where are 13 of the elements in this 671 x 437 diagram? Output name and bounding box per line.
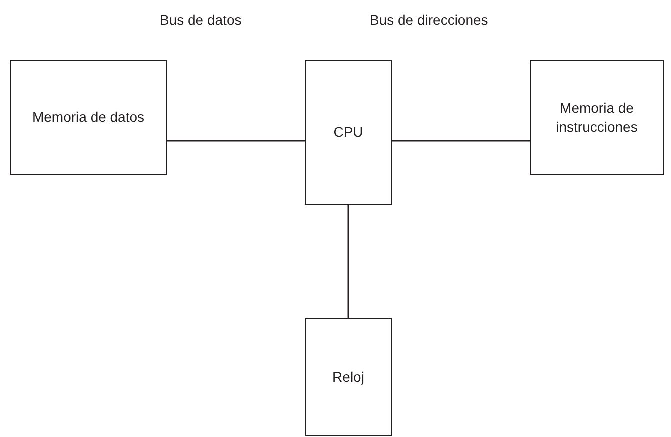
block-box [305, 60, 392, 205]
block-label: Reloj [332, 368, 364, 386]
bus-label: Bus de direcciones [370, 12, 488, 28]
block-label: Memoria de datos [32, 108, 145, 127]
block-label: CPU [334, 123, 364, 142]
block-box [305, 318, 392, 436]
bus-label: Bus de datos [160, 12, 242, 28]
block-label: Memoria de instrucciones [555, 99, 639, 136]
connector-line [392, 140, 530, 142]
connector-line [167, 140, 305, 142]
connector-line [348, 205, 350, 318]
block-box [10, 60, 167, 175]
block-box [530, 60, 664, 175]
